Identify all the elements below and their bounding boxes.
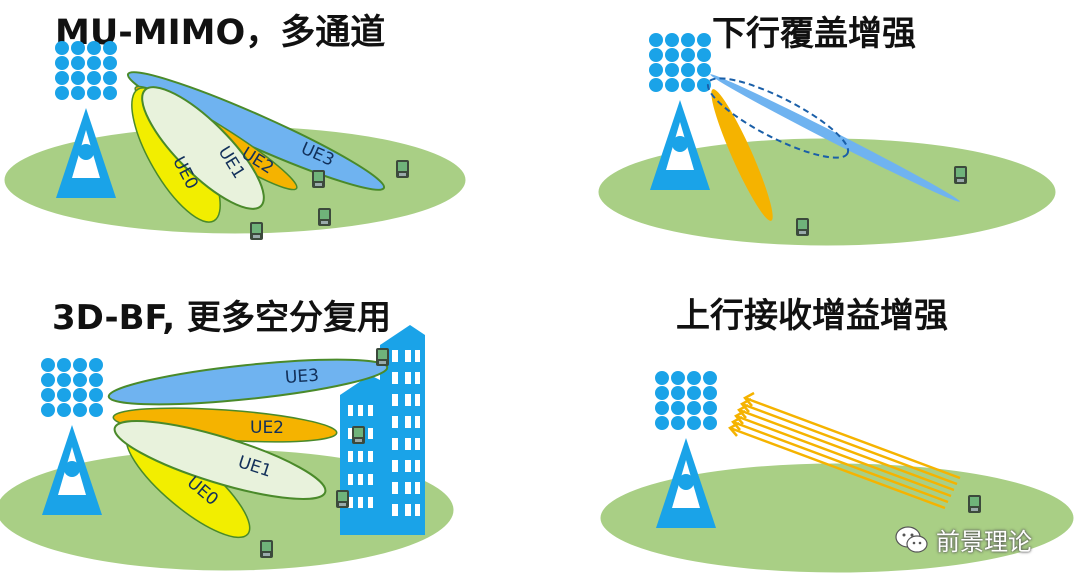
- coverage-boundary-dashed: [706, 77, 850, 159]
- user-device-icon: [396, 160, 409, 178]
- base-station-tower-icon: [41, 358, 103, 515]
- user-device-icon: [318, 208, 331, 226]
- user-device-icon: [968, 495, 981, 513]
- beam-ue1: [141, 86, 265, 210]
- uplink-signal-arrows: [728, 391, 961, 510]
- base-station-tower-icon: [655, 371, 717, 528]
- panel-title-downlink-coverage: 下行覆盖增强: [712, 14, 916, 54]
- wechat-icon: [895, 525, 928, 553]
- beam-label-ue3: UE3: [284, 366, 319, 388]
- user-device-icon: [376, 348, 389, 366]
- user-device-icon: [796, 218, 809, 236]
- user-device-icon: [250, 222, 263, 240]
- user-device-icon: [312, 170, 325, 188]
- user-device-icon: [352, 426, 365, 444]
- beam-orange: [711, 89, 773, 221]
- base-station-tower-icon: [649, 33, 711, 190]
- beam-label-ue2: UE2: [250, 418, 284, 438]
- user-device-icon: [336, 490, 349, 508]
- user-device-icon: [954, 166, 967, 184]
- building-icon: [340, 325, 425, 535]
- beam-blue: [710, 74, 960, 202]
- beam-ue1: [113, 420, 327, 500]
- watermark-text: 前景理论: [936, 528, 1032, 556]
- watermark: 前景理论: [894, 522, 1032, 557]
- beam-ue3: [107, 358, 389, 406]
- base-station-tower-icon: [55, 41, 117, 198]
- panel-title-uplink-gain: 上行接收增益增强: [676, 296, 948, 336]
- user-device-icon: [260, 540, 273, 558]
- panel-title-3d-bf: 3D-BF, 更多空分复用: [52, 298, 392, 338]
